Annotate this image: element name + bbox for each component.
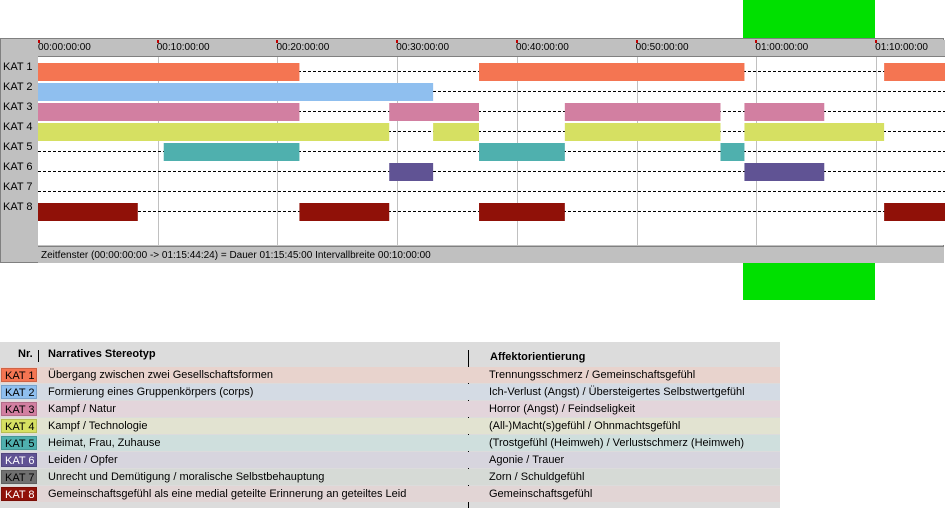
tick-mark <box>156 40 159 43</box>
segment-bar <box>389 163 434 181</box>
stereotype-text: Kampf / Technologie <box>48 420 148 432</box>
time-highlight-top <box>743 0 875 38</box>
time-highlight-bottom <box>743 263 875 300</box>
row-label: KAT 6 <box>3 161 33 173</box>
row-label: KAT 7 <box>3 181 33 193</box>
segment-bar <box>38 83 434 101</box>
affect-text: Zorn / Schuldgefühl <box>489 471 585 483</box>
tick-label: 01:00:00:00 <box>755 42 809 53</box>
segment-bar <box>564 123 721 141</box>
category-badge: KAT 6 <box>1 453 37 467</box>
segment-bar <box>744 123 885 141</box>
header-affect: Affektorientierung <box>490 351 586 363</box>
tick-label: 00:00:00:00 <box>38 42 91 53</box>
legend-row: KAT 8 Gemeinschaftsgefühl als eine medial… <box>0 486 780 502</box>
tick-mark <box>635 40 638 43</box>
segment-bar <box>744 163 825 181</box>
affect-text: Horror (Angst) / Feindseligkeit <box>489 403 636 415</box>
legend-row: KAT 2 Formierung eines Gruppenkörpers (co… <box>0 384 780 400</box>
stereotype-text: Formierung eines Gruppenkörpers (corps) <box>48 386 254 398</box>
legend-row: KAT 4 Kampf / Technologie (All-)Macht(s)ge… <box>0 418 780 434</box>
header-nr: Nr. <box>18 348 33 360</box>
category-badge: KAT 3 <box>1 402 37 416</box>
affect-text: Trennungsschmerz / Gemeinschaftsgefühl <box>489 369 696 381</box>
category-badge: KAT 4 <box>1 419 37 433</box>
row-label: KAT 2 <box>3 81 33 93</box>
legend-row: KAT 5 Heimat, Frau, Zuhause (Trostgefühl (… <box>0 435 780 451</box>
segment-bar <box>163 143 300 161</box>
affect-text: Gemeinschaftsgefühl <box>489 488 593 500</box>
row-label: KAT 4 <box>3 121 33 133</box>
segment-bar <box>479 63 745 81</box>
tick-label: 00:30:00:00 <box>396 42 450 53</box>
segment-bar <box>479 143 565 161</box>
segment-bar <box>884 203 945 221</box>
stereotype-text: Leiden / Opfer <box>48 454 118 466</box>
tick-mark <box>515 40 518 43</box>
status-bar: Zeitfenster (00:00:00:00 -> 01:15:44:24)… <box>38 246 944 263</box>
tick-label: 00:20:00:00 <box>276 42 330 53</box>
row-label: KAT 1 <box>3 61 33 73</box>
tick-mark <box>755 40 758 43</box>
segment-bar <box>38 123 390 141</box>
row-label: KAT 8 <box>3 201 33 213</box>
timeline-panel: 00:00:00:00 00:10:00:00 00:20:00:00 00:30:0… <box>0 38 945 263</box>
row-label: KAT 3 <box>3 101 33 113</box>
tick-label: 01:10:00:00 <box>875 42 928 53</box>
stereotype-text: Kampf / Natur <box>48 403 116 415</box>
time-ruler[interactable]: 00:00:00:00 00:10:00:00 00:20:00:00 00:30:0… <box>38 40 945 57</box>
segment-bar <box>884 63 945 81</box>
timeline-chart <box>38 57 945 245</box>
legend-row: KAT 6 Leiden / Opfer Agonie / Trauer <box>0 452 780 468</box>
tick-mark <box>396 40 399 43</box>
segment-bar <box>479 203 565 221</box>
segment-bar <box>564 103 721 121</box>
legend-row: KAT 3 Kampf / Natur Horror (Angst) / Feind… <box>0 401 780 417</box>
tick-mark <box>276 40 279 43</box>
header-stereotype: Narratives Stereotyp <box>48 348 156 360</box>
category-badge: KAT 1 <box>1 368 37 382</box>
affect-text: Ich-Verlust (Angst) / Übersteigertes Sel… <box>489 386 745 398</box>
affect-text: Agonie / Trauer <box>489 454 565 466</box>
segment-bar <box>389 103 480 121</box>
tick-label: 00:40:00:00 <box>515 42 569 53</box>
category-badge: KAT 5 <box>1 436 37 450</box>
row-label: KAT 5 <box>3 141 33 153</box>
category-badge: KAT 2 <box>1 385 37 399</box>
tick-mark <box>875 40 878 43</box>
affect-text: (All-)Macht(s)gefühl / Ohnmachtsgefühl <box>489 420 681 432</box>
stereotype-text: Gemeinschaftsgefühl als eine medial gete… <box>48 488 407 500</box>
affect-text: (Trostgefühl (Heimweh) / Verlustschmerz … <box>489 437 745 449</box>
legend-row: KAT 1 Übergang zwischen zwei Gesellschaft… <box>0 367 780 383</box>
stereotype-text: Übergang zwischen zwei Gesellschaftsform… <box>48 369 273 381</box>
segment-bar <box>744 103 825 121</box>
segment-bar <box>433 123 480 141</box>
category-badge: KAT 7 <box>1 470 37 484</box>
legend-table: Nr. Narratives Stereotyp Affektorientier… <box>0 342 780 508</box>
header-divider <box>38 350 39 362</box>
stereotype-text: Unrecht und Demütigung / moralische Selb… <box>48 471 325 483</box>
segment-bar <box>38 63 300 81</box>
tick-label: 00:10:00:00 <box>156 42 210 53</box>
segment-bar <box>299 203 390 221</box>
tick-mark <box>38 40 40 43</box>
category-labels: KAT 1 KAT 2 KAT 3 KAT 4 KAT 5 KAT 6 KAT 7 KAT 8 <box>1 57 38 245</box>
legend-row: KAT 7 Unrecht und Demütigung / moralische… <box>0 469 780 485</box>
segment-bar <box>38 103 300 121</box>
segment-bar <box>720 143 745 161</box>
tick-label: 00:50:00:00 <box>635 42 689 53</box>
stereotype-text: Heimat, Frau, Zuhause <box>48 437 161 449</box>
segment-bar <box>38 203 138 221</box>
category-badge: KAT 8 <box>1 487 37 501</box>
